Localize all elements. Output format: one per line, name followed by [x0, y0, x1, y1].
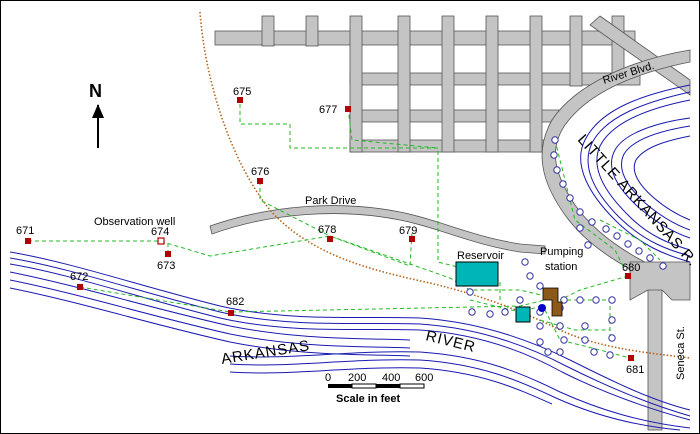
well-label-677: 677: [319, 104, 337, 116]
observation-well-label: Observation well: [94, 216, 175, 228]
well-679: [409, 236, 415, 242]
well-label-682: 682: [226, 296, 244, 308]
well-671: [25, 238, 31, 244]
scale-bar: 0 200 400 600 Scale in feet: [325, 372, 433, 405]
north-label: N: [89, 81, 102, 101]
well-680: [625, 273, 631, 279]
well-673: [165, 251, 171, 257]
seneca-street-road: [647, 267, 663, 431]
well-682: [228, 310, 234, 316]
park-drive-road: [209, 205, 546, 255]
well-676: [257, 178, 263, 184]
park-drive-label: Park Drive: [305, 195, 356, 207]
seneca-junction: [629, 261, 691, 301]
north-arrow: N: [89, 81, 104, 148]
well-label-679: 679: [399, 225, 417, 237]
pump-building: [542, 287, 563, 317]
reservoir: [455, 261, 499, 287]
well-label-674: 674: [151, 226, 169, 238]
well-674: [157, 237, 165, 245]
little-arkansas-river: [580, 84, 691, 263]
well-678: [327, 236, 333, 242]
well-label-678: 678: [318, 224, 336, 236]
well-label-675: 675: [233, 86, 251, 98]
station-label: station: [545, 261, 577, 273]
well-label-680: 680: [622, 262, 640, 274]
well-label-676: 676: [251, 166, 269, 178]
well-681: [628, 355, 634, 361]
small-reservoir: [515, 306, 531, 323]
scale-tick-400: 400: [382, 372, 400, 384]
well-677: [345, 106, 351, 112]
well-labels: 671 672 673 674 675 676 677 678 679 680 …: [16, 86, 644, 376]
scale-tick-200: 200: [348, 372, 366, 384]
seneca-st-label: Seneca St.: [675, 326, 687, 380]
well-label-681: 681: [626, 364, 644, 376]
scale-title: Scale in feet: [336, 393, 401, 405]
well-672: [77, 284, 83, 290]
arkansas-river: [9, 251, 691, 431]
scale-tick-0: 0: [325, 372, 331, 384]
well-675: [237, 97, 243, 103]
pump-marker: [538, 304, 546, 312]
well-label-672: 672: [70, 271, 88, 283]
pumping-label: Pumping: [540, 246, 583, 258]
well-label-671: 671: [16, 225, 34, 237]
well-label-673: 673: [157, 260, 175, 272]
reservoir-label: Reservoir: [457, 250, 504, 262]
monitoring-wells: [25, 97, 634, 361]
scale-tick-600: 600: [415, 372, 433, 384]
